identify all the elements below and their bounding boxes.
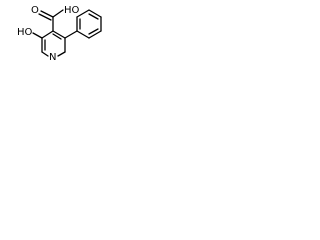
bond-phenyl-double-2 <box>88 13 99 20</box>
bond-phenyl-4 <box>88 9 102 18</box>
bond-ring-4 <box>57 51 66 57</box>
bond-phenyl-1 <box>76 30 90 39</box>
molecule-diagram: O HO HO N <box>0 0 136 82</box>
bond-phenyl-2 <box>88 30 102 39</box>
bond-c-carbonyl <box>40 10 54 18</box>
bond-ring-phenyl <box>64 30 78 39</box>
bond-ring-3 <box>41 51 49 57</box>
bond-c-carbonyl-double <box>38 13 52 21</box>
ring-hydroxyl-label: HO <box>17 27 33 38</box>
bond-ring-double-2 <box>52 33 62 40</box>
bond-ring-oh <box>32 32 43 39</box>
structure-svg: O HO HO N <box>17 5 102 63</box>
ring-nitrogen-label: N <box>49 52 56 63</box>
bond-phenyl-double-1 <box>88 28 99 35</box>
bond-ring-6 <box>52 30 66 39</box>
carbonyl-oxygen-label: O <box>31 5 39 16</box>
carboxyl-hydroxyl-label: HO <box>64 5 80 16</box>
bond-ring-1 <box>41 30 54 39</box>
bond-phenyl-5 <box>76 9 90 18</box>
bond-c-oh <box>52 9 64 18</box>
